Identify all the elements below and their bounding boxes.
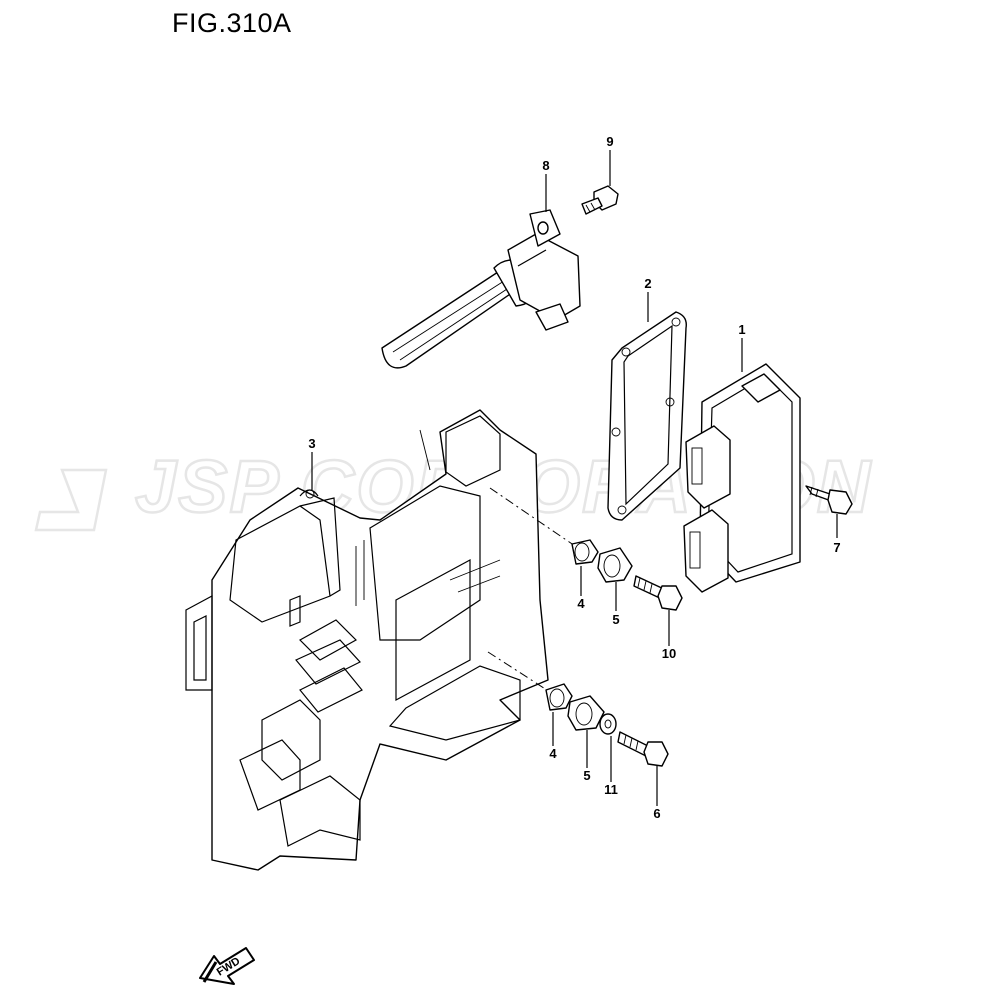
upper-fastener-set bbox=[571, 539, 683, 611]
figure-title: FIG.310A bbox=[172, 8, 292, 38]
bracket-part bbox=[185, 409, 549, 871]
callout-4-lower: 4 bbox=[549, 746, 557, 761]
callout-8: 8 bbox=[542, 158, 549, 173]
lower-fastener-set bbox=[545, 683, 669, 767]
callout-11: 11 bbox=[604, 782, 618, 797]
gasket-part bbox=[607, 311, 687, 521]
callout-5-lower: 5 bbox=[583, 768, 590, 783]
callout-5-upper: 5 bbox=[612, 612, 619, 627]
callout-9: 9 bbox=[606, 134, 613, 149]
mounting-lines bbox=[487, 487, 579, 693]
leader-lines bbox=[311, 150, 838, 806]
callout-4-upper: 4 bbox=[577, 596, 585, 611]
callout-6: 6 bbox=[653, 806, 660, 821]
ignition-coil-part bbox=[381, 209, 581, 369]
bolt-9-part bbox=[581, 185, 619, 215]
callout-2: 2 bbox=[644, 276, 651, 291]
callout-7: 7 bbox=[833, 540, 840, 555]
control-unit-part bbox=[683, 363, 801, 593]
callout-1: 1 bbox=[738, 322, 745, 337]
callouts: 1 2 3 4 5 10 4 5 11 6 7 8 9 bbox=[308, 134, 840, 821]
fwd-badge: FWD bbox=[199, 947, 255, 985]
callout-3: 3 bbox=[308, 436, 315, 451]
callout-10: 10 bbox=[662, 646, 676, 661]
bolt-7-part bbox=[805, 485, 853, 515]
